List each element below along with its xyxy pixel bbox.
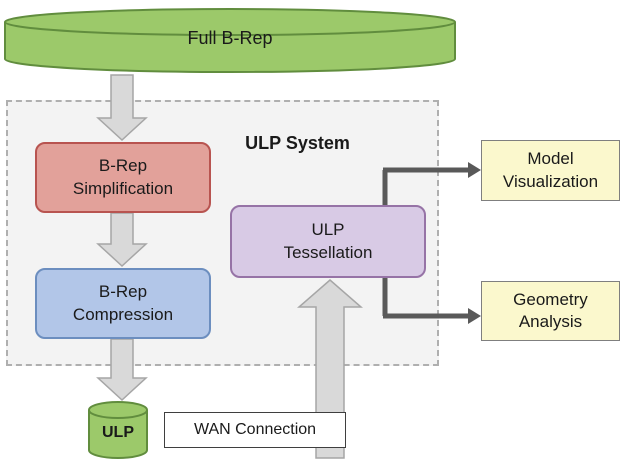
wan-connection-box: WAN Connection [164, 412, 346, 448]
geometry-analysis-label-line2: Analysis [518, 312, 583, 331]
brep-simplification-label-line1: B-Rep [98, 156, 148, 176]
ulp-tessellation-box: ULP Tessellation [230, 205, 426, 278]
arrow-fullbrep-to-simplification [96, 74, 148, 142]
model-visualization-label-line1: Model [527, 149, 574, 169]
model-visualization-label-line2: Visualization [502, 171, 599, 191]
brep-compression-label-line2: Compression [72, 304, 174, 324]
ulp-db-cylinder [88, 401, 148, 459]
full-brep-label: Full B-Rep [187, 28, 273, 48]
ulp-tessellation-label-line1: ULP [311, 220, 345, 240]
brep-compression-label-line1: B-Rep [98, 282, 148, 302]
brep-compression-box: B-Rep Compression [35, 268, 211, 339]
ulp-tessellation-label-line2: Tessellation [283, 242, 373, 262]
geometry-analysis-label-line1: Geometry [513, 289, 588, 309]
arrow-compression-to-ulpdb [96, 338, 148, 402]
ulp-db-label: ULP [102, 424, 134, 441]
arrowhead-geometry-analysis-icon [468, 308, 481, 324]
wan-connection-label: WAN Connection [193, 420, 317, 438]
arrowhead-model-visualization-icon [468, 162, 481, 178]
brep-simplification-label-line2: Simplification [72, 178, 174, 198]
model-visualization-box: Model Visualization [481, 140, 620, 201]
geometry-analysis-box: Geometry Analysis [481, 281, 620, 341]
full-brep-cylinder [4, 8, 456, 73]
brep-simplification-box: B-Rep Simplification [35, 142, 211, 213]
ulp-system-title: ULP System [245, 133, 350, 153]
arrow-simplification-to-compression [96, 212, 148, 268]
